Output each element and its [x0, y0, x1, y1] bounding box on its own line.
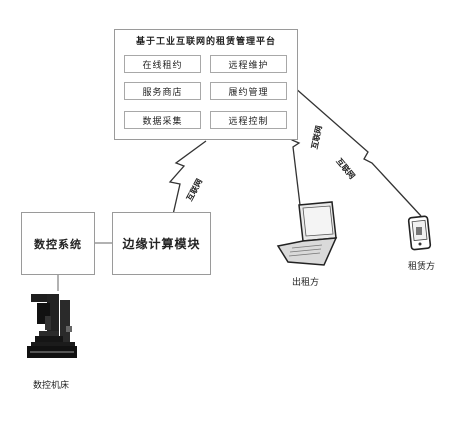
machine-tool-label: 数控机床: [33, 381, 70, 391]
platform-title: 基于工业互联网的租赁管理平台: [135, 37, 276, 47]
platform-to-phone-link: [285, 79, 422, 217]
lessor-label: 出租方: [292, 278, 320, 288]
laptop-icon: [276, 201, 338, 266]
lessee-label: 租赁方: [408, 262, 436, 272]
module-data-collection[interactable]: 数据采集: [124, 111, 201, 129]
module-service-store[interactable]: 服务商店: [124, 82, 201, 100]
edge-computing-box: 边缘计算模块: [112, 212, 211, 275]
module-remote-maintenance[interactable]: 远程维护: [210, 55, 287, 73]
module-contract-management[interactable]: 履约管理: [210, 82, 287, 100]
module-online-lease[interactable]: 在线租约: [124, 55, 201, 73]
mobile-phone-icon: [407, 215, 432, 251]
cnc-machine-icon: [27, 294, 77, 358]
edge-to-platform-link: [168, 140, 207, 220]
module-remote-control[interactable]: 远程控制: [210, 111, 287, 129]
cnc-system-box: 数控系统: [21, 212, 95, 275]
